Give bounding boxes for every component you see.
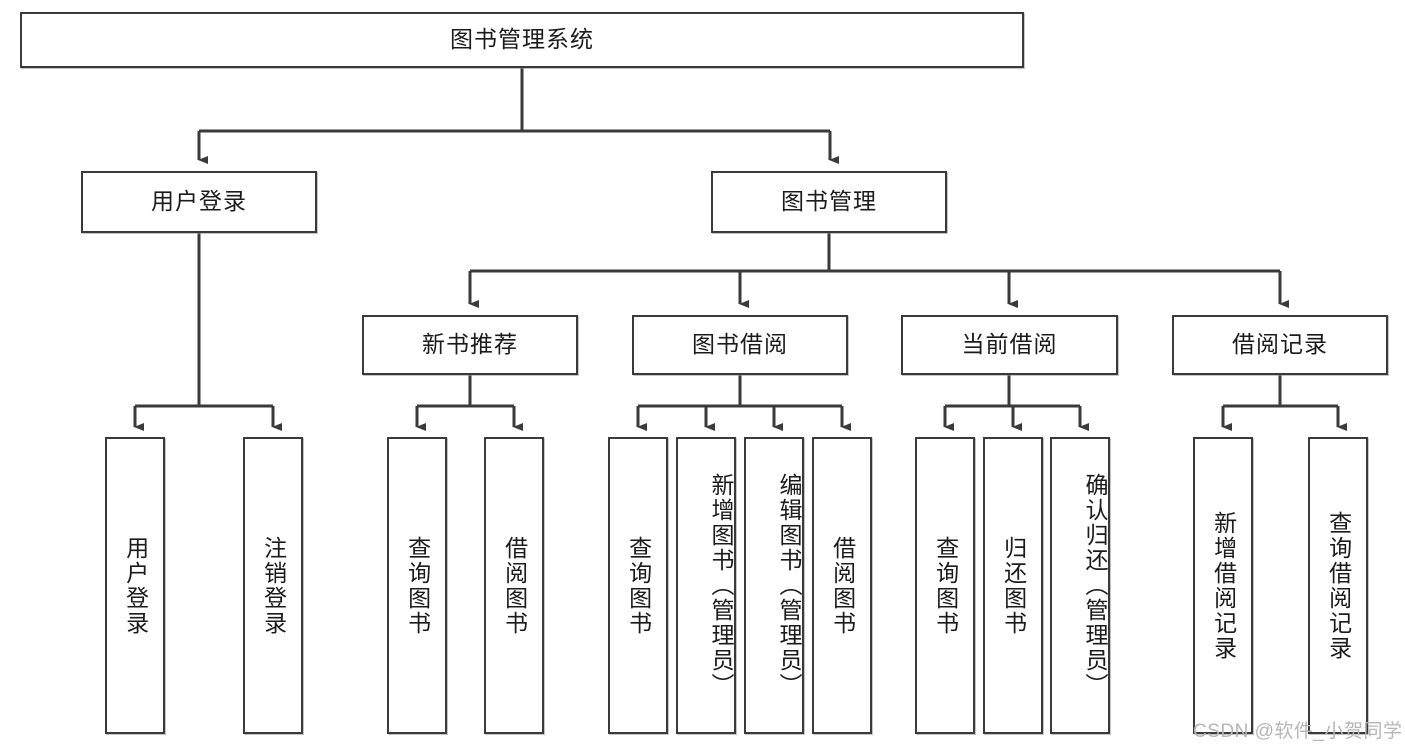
leaf-query-books-borrow[interactable]: 查询图书 — [608, 437, 668, 734]
node-root-label: 图书管理系统 — [450, 26, 594, 53]
leaf-return-books-label: 归还图书 — [1000, 535, 1027, 636]
leaf-user-login-label: 用户登录 — [122, 535, 149, 636]
node-book-borrow[interactable]: 图书借阅 — [632, 315, 848, 375]
leaf-borrow-books-recommend[interactable]: 借阅图书 — [484, 437, 544, 734]
node-current-borrow-label: 当前借阅 — [961, 331, 1058, 358]
watermark: CSDN @软件_小贺同学 — [1193, 721, 1403, 742]
leaf-edit-book-admin-label: 编辑图书（管理员） — [776, 473, 802, 698]
node-user-login-label: 用户登录 — [151, 188, 247, 215]
node-new-book-recommend[interactable]: 新书推荐 — [362, 315, 578, 375]
node-book-borrow-label: 图书借阅 — [692, 331, 788, 358]
node-book-management[interactable]: 图书管理 — [711, 171, 947, 233]
node-book-management-label: 图书管理 — [781, 188, 877, 215]
leaf-logout-label: 注销登录 — [260, 535, 287, 636]
leaf-logout[interactable]: 注销登录 — [243, 437, 303, 734]
leaf-user-login[interactable]: 用户登录 — [105, 437, 165, 734]
leaf-borrow-books-label: 借阅图书 — [829, 535, 856, 636]
node-new-book-recommend-label: 新书推荐 — [422, 331, 518, 358]
leaf-query-books-recommend[interactable]: 查询图书 — [387, 437, 447, 734]
node-current-borrow[interactable]: 当前借阅 — [901, 315, 1118, 375]
leaf-add-borrow-record-label: 新增借阅记录 — [1210, 510, 1237, 661]
leaf-borrow-books[interactable]: 借阅图书 — [812, 437, 872, 734]
leaf-query-books-current[interactable]: 查询图书 — [915, 437, 975, 734]
leaf-borrow-books-recommend-label: 借阅图书 — [501, 535, 528, 636]
leaf-add-borrow-record[interactable]: 新增借阅记录 — [1193, 437, 1253, 734]
leaf-query-borrow-record[interactable]: 查询借阅记录 — [1308, 437, 1368, 734]
node-borrow-records[interactable]: 借阅记录 — [1172, 315, 1388, 375]
leaf-return-books[interactable]: 归还图书 — [983, 437, 1043, 734]
leaf-confirm-return-admin-label: 确认归还（管理员） — [1082, 473, 1108, 698]
leaf-add-book-admin[interactable]: 新增图书（管理员） — [676, 437, 736, 734]
leaf-add-book-admin-label: 新增图书（管理员） — [708, 473, 734, 698]
leaf-query-borrow-record-label: 查询借阅记录 — [1325, 510, 1352, 661]
leaf-query-books-borrow-label: 查询图书 — [625, 535, 652, 636]
leaf-edit-book-admin[interactable]: 编辑图书（管理员） — [744, 437, 804, 734]
leaf-query-books-current-label: 查询图书 — [932, 535, 959, 636]
leaf-confirm-return-admin[interactable]: 确认归还（管理员） — [1050, 437, 1110, 734]
node-root[interactable]: 图书管理系统 — [20, 12, 1024, 68]
node-borrow-records-label: 借阅记录 — [1232, 331, 1328, 358]
leaf-query-books-recommend-label: 查询图书 — [404, 535, 431, 636]
node-user-login[interactable]: 用户登录 — [81, 171, 317, 233]
